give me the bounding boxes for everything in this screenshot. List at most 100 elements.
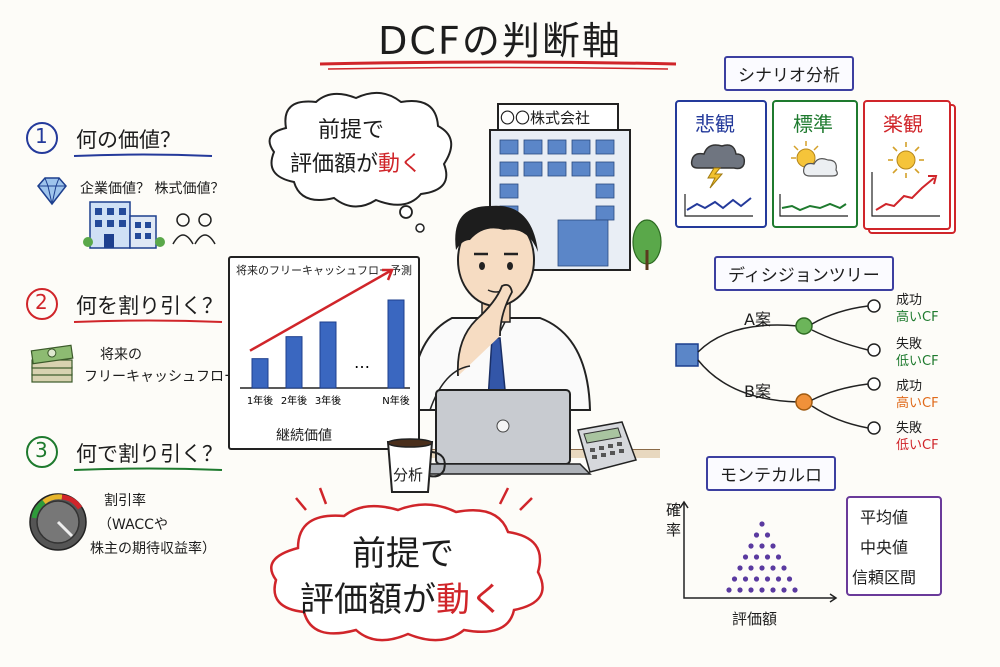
monte-carlo-dot <box>759 587 765 593</box>
fcf-tick-label: N年後 <box>382 394 409 407</box>
question-2-detail-line1: 将来の <box>100 347 142 363</box>
question-3-text: 何で割り引く？ <box>76 442 223 466</box>
monte-carlo-dot <box>759 565 765 571</box>
monte-carlo-plot <box>679 500 838 603</box>
monte-carlo-dot <box>737 565 743 571</box>
bottom-bubble-line2: 評価額が動く <box>300 572 504 621</box>
outcome-b-success-cf: 高いCF <box>896 396 939 411</box>
fcf-ellipsis: … <box>354 353 370 372</box>
question-1-detail: 企業価値？ 株式価値？ <box>80 181 225 197</box>
coffee-mug-icon <box>386 438 446 493</box>
outcome-a-failure-label: 失敗 <box>896 337 923 352</box>
monte-carlo-x-label: 評価額 <box>732 610 778 628</box>
thought-bubble-line1: 前提で <box>318 118 385 143</box>
monte-carlo-dot <box>781 565 787 571</box>
bottom-bubble-emphasis-marks <box>295 487 533 511</box>
question-1-text: 何の価値？ <box>76 128 181 152</box>
monte-carlo-dot <box>748 587 754 593</box>
pessimistic-trend-line <box>684 194 753 217</box>
monte-carlo-dot <box>759 521 765 527</box>
monte-carlo-dot <box>753 554 760 560</box>
bottom-bubble-accent: 動く <box>436 580 504 620</box>
monte-carlo-dot <box>770 565 776 571</box>
monte-carlo-y-label: 確率 <box>666 501 682 539</box>
outcome-a-success-cf: 高いCF <box>896 310 939 325</box>
scenario-label-pessimistic: 悲観 <box>695 112 735 136</box>
optimistic-trend-line <box>871 172 940 217</box>
question-2-underline <box>73 319 223 323</box>
monte-carlo-dot <box>748 565 754 571</box>
monte-carlo-dot <box>786 576 793 582</box>
standard-trend-line <box>779 194 848 217</box>
number-2-circle <box>26 288 58 320</box>
outcome-a-failure-cf: 低いCF <box>896 354 939 369</box>
question-3-underline <box>73 467 223 471</box>
question-2-detail-line2: フリーキャッシュフロー <box>84 369 238 385</box>
sunny-icon <box>888 142 924 178</box>
monte-carlo-dot <box>775 576 782 582</box>
scenario-label-optimistic: 楽観 <box>883 112 923 136</box>
monte-carlo-dot <box>731 576 738 582</box>
storm-cloud-icon <box>690 144 746 189</box>
scenario-label-standard: 標準 <box>793 112 833 136</box>
fcf-tick-label: 1年後 <box>247 394 273 407</box>
fcf-bar <box>285 336 303 389</box>
building-small-icon <box>83 201 165 249</box>
question-3-number: 3 <box>35 438 48 462</box>
number-3-circle <box>26 436 58 468</box>
laptop-icon <box>424 389 592 475</box>
thought-bubble-line2: 評価額が動く <box>290 146 422 178</box>
decision-tree-header: ディシジョンツリー <box>714 256 894 291</box>
monte-carlo-dot <box>737 587 743 593</box>
outcome-b-success: 成功 高いCF <box>896 378 939 412</box>
monte-carlo-dot <box>742 576 749 582</box>
question-3-detail-line3: 株主の期待収益率） <box>90 541 216 557</box>
fcf-bar <box>387 299 405 389</box>
monte-carlo-dot <box>764 554 771 560</box>
bottom-bubble <box>270 503 544 642</box>
fcf-trend-arrowhead <box>382 268 394 281</box>
bottom-bubble-line2-plain: 評価額が <box>300 580 436 620</box>
building-sign: 〇〇株式会社 <box>500 109 591 127</box>
office-building <box>489 103 662 271</box>
stat-mean: 平均値 <box>860 508 909 527</box>
bottom-bubble-line1: 前提で <box>352 534 454 574</box>
monte-carlo-dot <box>753 532 760 538</box>
monte-carlo-dot <box>775 554 782 560</box>
fcf-trend-arrow <box>249 268 393 352</box>
monte-carlo-dot <box>726 587 732 593</box>
number-1-circle <box>26 122 58 154</box>
monte-carlo-dot <box>753 576 760 582</box>
question-3-detail-line1: 割引率 <box>104 493 146 509</box>
monte-carlo-stats-box <box>846 496 942 596</box>
outcome-a-success: 成功 高いCF <box>896 292 939 326</box>
question-2-text: 何を割り引く？ <box>76 294 223 318</box>
fcf-chart-footer: 継続価値 <box>276 428 332 444</box>
outcome-b-failure-cf: 低いCF <box>896 438 939 453</box>
thought-bubble-line2-plain: 評価額が <box>290 152 379 177</box>
stat-confidence-interval: 信頼区間 <box>852 568 917 587</box>
monte-carlo-dot <box>781 587 787 593</box>
cash-stack-icon <box>30 344 74 383</box>
monte-carlo-dot <box>759 543 765 549</box>
question-1-number: 1 <box>35 124 48 148</box>
fcf-tick-label: 3年後 <box>315 394 341 407</box>
question-2-number: 2 <box>35 290 48 314</box>
monte-carlo-dot <box>742 554 749 560</box>
branch-b-label: B案 <box>744 382 771 401</box>
outcome-b-failure: 失敗 低いCF <box>896 420 939 454</box>
monte-carlo-dot <box>764 532 771 538</box>
question-1-underline <box>73 153 213 157</box>
mug-label: 分析 <box>393 466 424 484</box>
fcf-bar <box>251 358 269 389</box>
businessman-figure <box>410 205 592 412</box>
outcome-b-failure-label: 失敗 <box>896 421 923 436</box>
outcome-a-failure: 失敗 低いCF <box>896 336 939 370</box>
monte-carlo-dot <box>770 587 776 593</box>
partly-sunny-icon <box>791 141 838 177</box>
outcome-b-success-label: 成功 <box>896 379 923 394</box>
gauge-dial-icon <box>29 493 87 551</box>
diamond-icon <box>37 177 67 206</box>
title-underline <box>319 60 677 70</box>
stat-median: 中央値 <box>860 538 909 557</box>
